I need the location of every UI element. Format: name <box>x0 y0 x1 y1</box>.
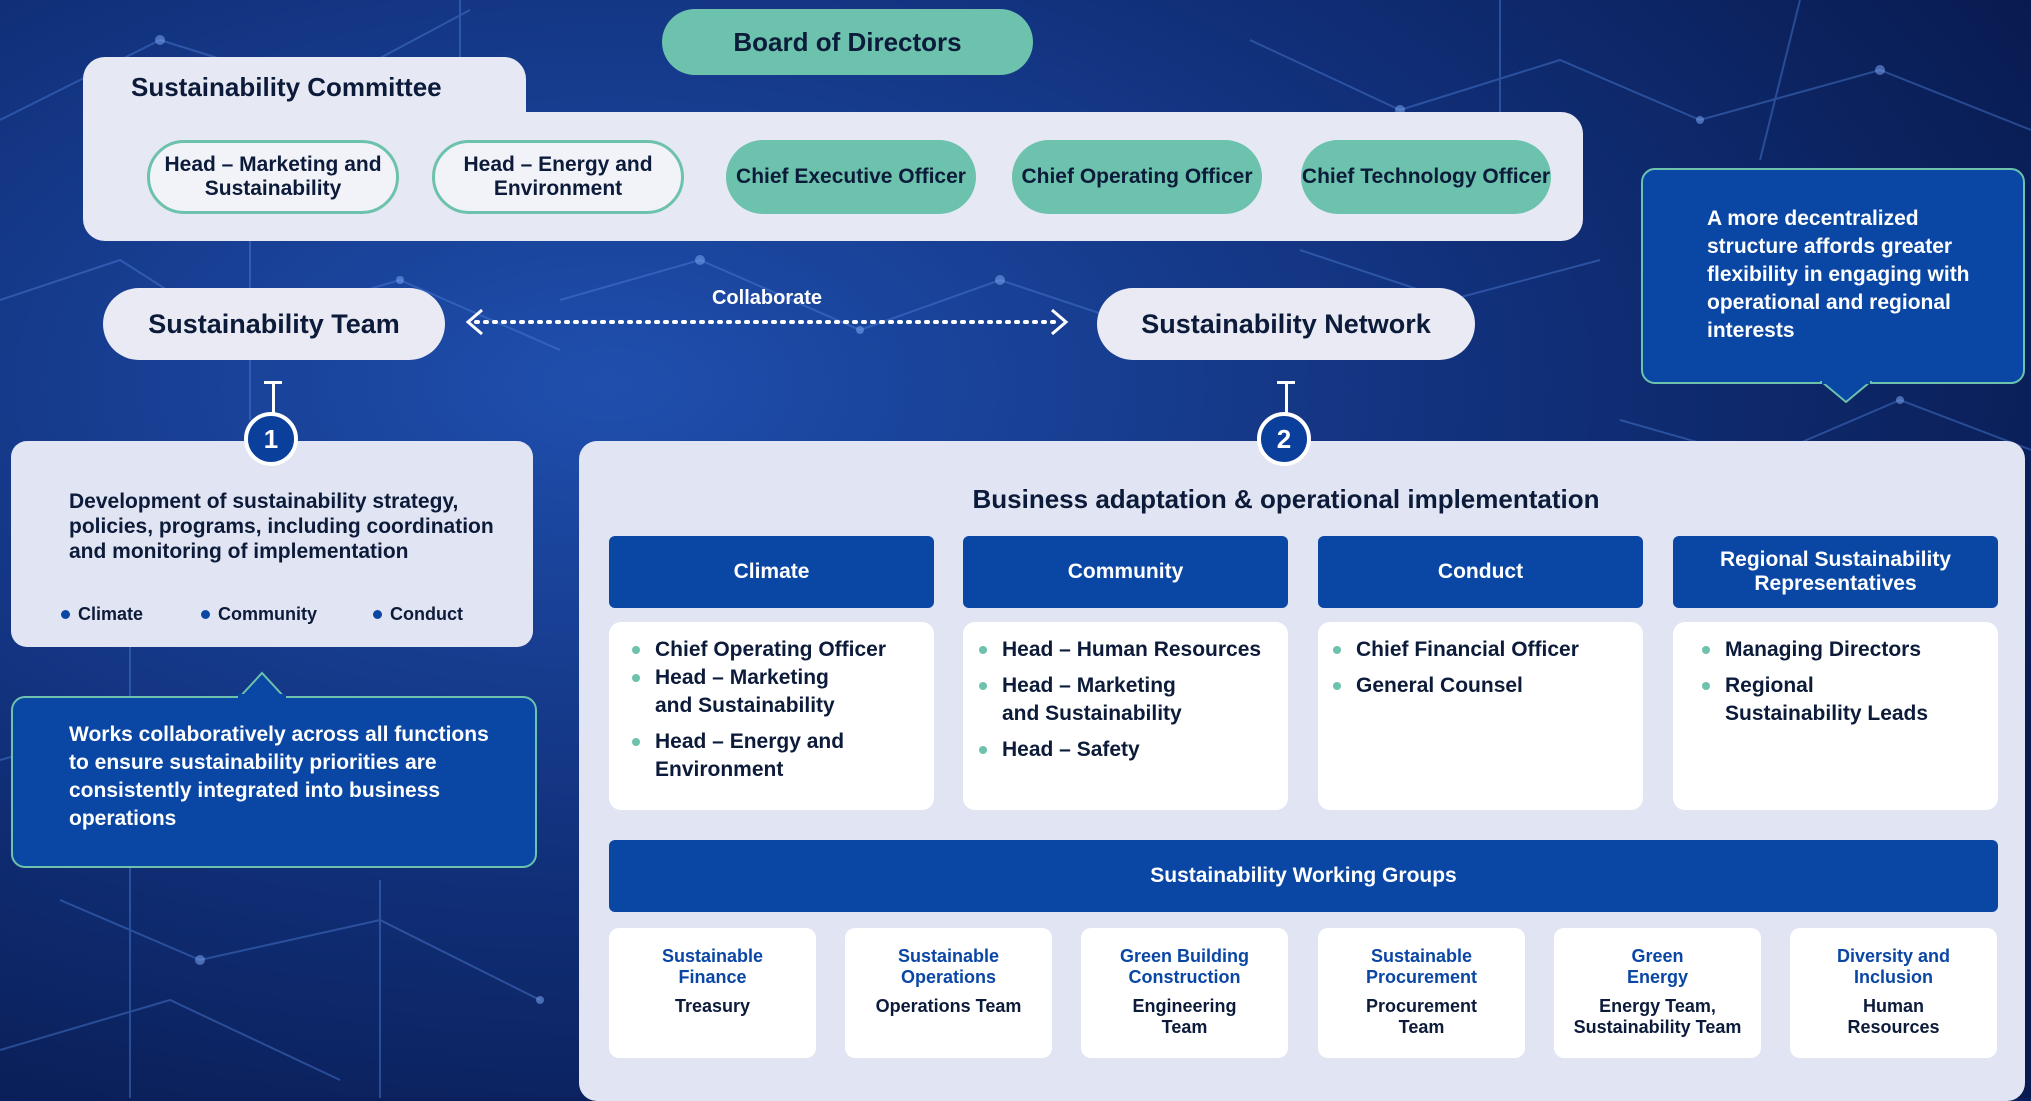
connector-line <box>1285 381 1288 415</box>
team-callout <box>11 696 537 868</box>
column-card <box>963 622 1288 810</box>
team-number-badge: 1 <box>244 412 298 466</box>
working-group: Sustainable Procurement Procurement Team <box>1338 946 1505 1038</box>
callout-pointer-down <box>1820 381 1872 404</box>
community-members: Head – Human Resources Head – Marketing … <box>979 636 1279 764</box>
collaborate-label: Collaborate <box>711 287 823 309</box>
working-group-card <box>845 928 1052 1058</box>
climate-members: Chief Operating Officer Head – Marketing… <box>632 636 922 784</box>
working-group-card <box>1790 928 1997 1058</box>
working-groups-header: Sustainability Working Groups <box>609 840 1998 912</box>
column-card <box>1673 622 1998 810</box>
network-callout-text: A more decentralized structure affords g… <box>1707 207 1970 342</box>
list-item: General Counsel <box>1333 672 1623 700</box>
working-group-title: Sustainable Procurement <box>1365 946 1478 987</box>
collaborate-arrow <box>465 308 1069 336</box>
list-item: Head – Marketing and Sustainability <box>632 664 855 720</box>
connector-line <box>272 381 275 415</box>
team-tag: Climate <box>61 604 143 625</box>
committee-member: Head – Marketing and Sustainability <box>147 140 399 214</box>
column-card <box>609 622 934 810</box>
committee-title: Sustainability Committee <box>131 72 442 102</box>
working-group-card <box>1081 928 1288 1058</box>
working-group-team: Procurement Team <box>1365 996 1478 1037</box>
list-item: Head – Human Resources <box>979 636 1279 664</box>
sustainability-team: Sustainability Team <box>103 288 445 360</box>
working-group-card <box>1554 928 1761 1058</box>
committee-member: Chief Technology Officer <box>1301 140 1551 214</box>
working-group: Green Building Construction Engineering … <box>1101 946 1268 1038</box>
working-group-card <box>1318 928 1525 1058</box>
regional-members: Managing Directors Regional Sustainabili… <box>1702 636 1992 728</box>
working-group-team: Energy Team, Sustainability Team <box>1573 996 1742 1037</box>
team-description: Development of sustainability strategy, … <box>69 490 494 563</box>
column-card <box>1318 622 1643 810</box>
bullet-icon <box>61 610 70 619</box>
list-item: Head – Marketing and Sustainability <box>979 672 1202 728</box>
list-item: Chief Operating Officer <box>632 636 922 664</box>
working-group-title: Diversity and Inclusion <box>1836 946 1951 987</box>
board-of-directors: Board of Directors <box>662 9 1033 75</box>
working-group-title: Sustainable Operations <box>897 946 1000 987</box>
working-group-team: Treasury <box>674 996 751 1016</box>
bullet-icon <box>373 610 382 619</box>
working-group: Sustainable Operations Operations Team <box>865 946 1032 1017</box>
team-tag: Community <box>201 604 317 625</box>
network-callout <box>1641 168 2025 384</box>
working-group: Green Energy Energy Team, Sustainability… <box>1560 946 1755 1038</box>
column-header-climate: Climate <box>609 536 934 608</box>
list-item: Head – Energy and Environment <box>632 728 855 784</box>
implementation-title: Business adaptation & operational implem… <box>972 484 1600 514</box>
working-group: Diversity and Inclusion Human Resources <box>1810 946 1977 1038</box>
callout-joint <box>1822 378 1870 384</box>
team-tag: Conduct <box>373 604 463 625</box>
working-group: Sustainable Finance Treasury <box>649 946 776 1017</box>
team-panel <box>11 441 533 647</box>
working-group-title: Green Building Construction <box>1119 946 1249 987</box>
committee-member: Chief Operating Officer <box>1012 140 1262 214</box>
working-group-title: Green Energy <box>1626 946 1689 987</box>
list-item: Regional Sustainability Leads <box>1702 672 1955 728</box>
sustainability-network: Sustainability Network <box>1097 288 1475 360</box>
column-header-community: Community <box>963 536 1288 608</box>
list-item: Head – Safety <box>979 736 1279 764</box>
conduct-members: Chief Financial Officer General Counsel <box>1333 636 1623 700</box>
committee-member: Head – Energy and Environment <box>432 140 684 214</box>
working-group-team: Human Resources <box>1847 996 1940 1037</box>
working-group-team: Engineering Team <box>1132 996 1237 1037</box>
bullet-icon <box>201 610 210 619</box>
working-group-title: Sustainable Finance <box>661 946 764 987</box>
team-callout-text: Works collaboratively across all functio… <box>69 723 489 830</box>
list-item: Chief Financial Officer <box>1333 636 1623 664</box>
column-header-conduct: Conduct <box>1318 536 1643 608</box>
committee-member: Chief Executive Officer <box>726 140 976 214</box>
list-item: Managing Directors <box>1702 636 1992 664</box>
callout-joint <box>238 694 286 700</box>
network-number-badge: 2 <box>1257 412 1311 466</box>
working-group-team: Operations Team <box>875 996 1022 1016</box>
working-group-card <box>609 928 816 1058</box>
column-header-regional: Regional Sustainability Representatives <box>1673 536 1998 608</box>
